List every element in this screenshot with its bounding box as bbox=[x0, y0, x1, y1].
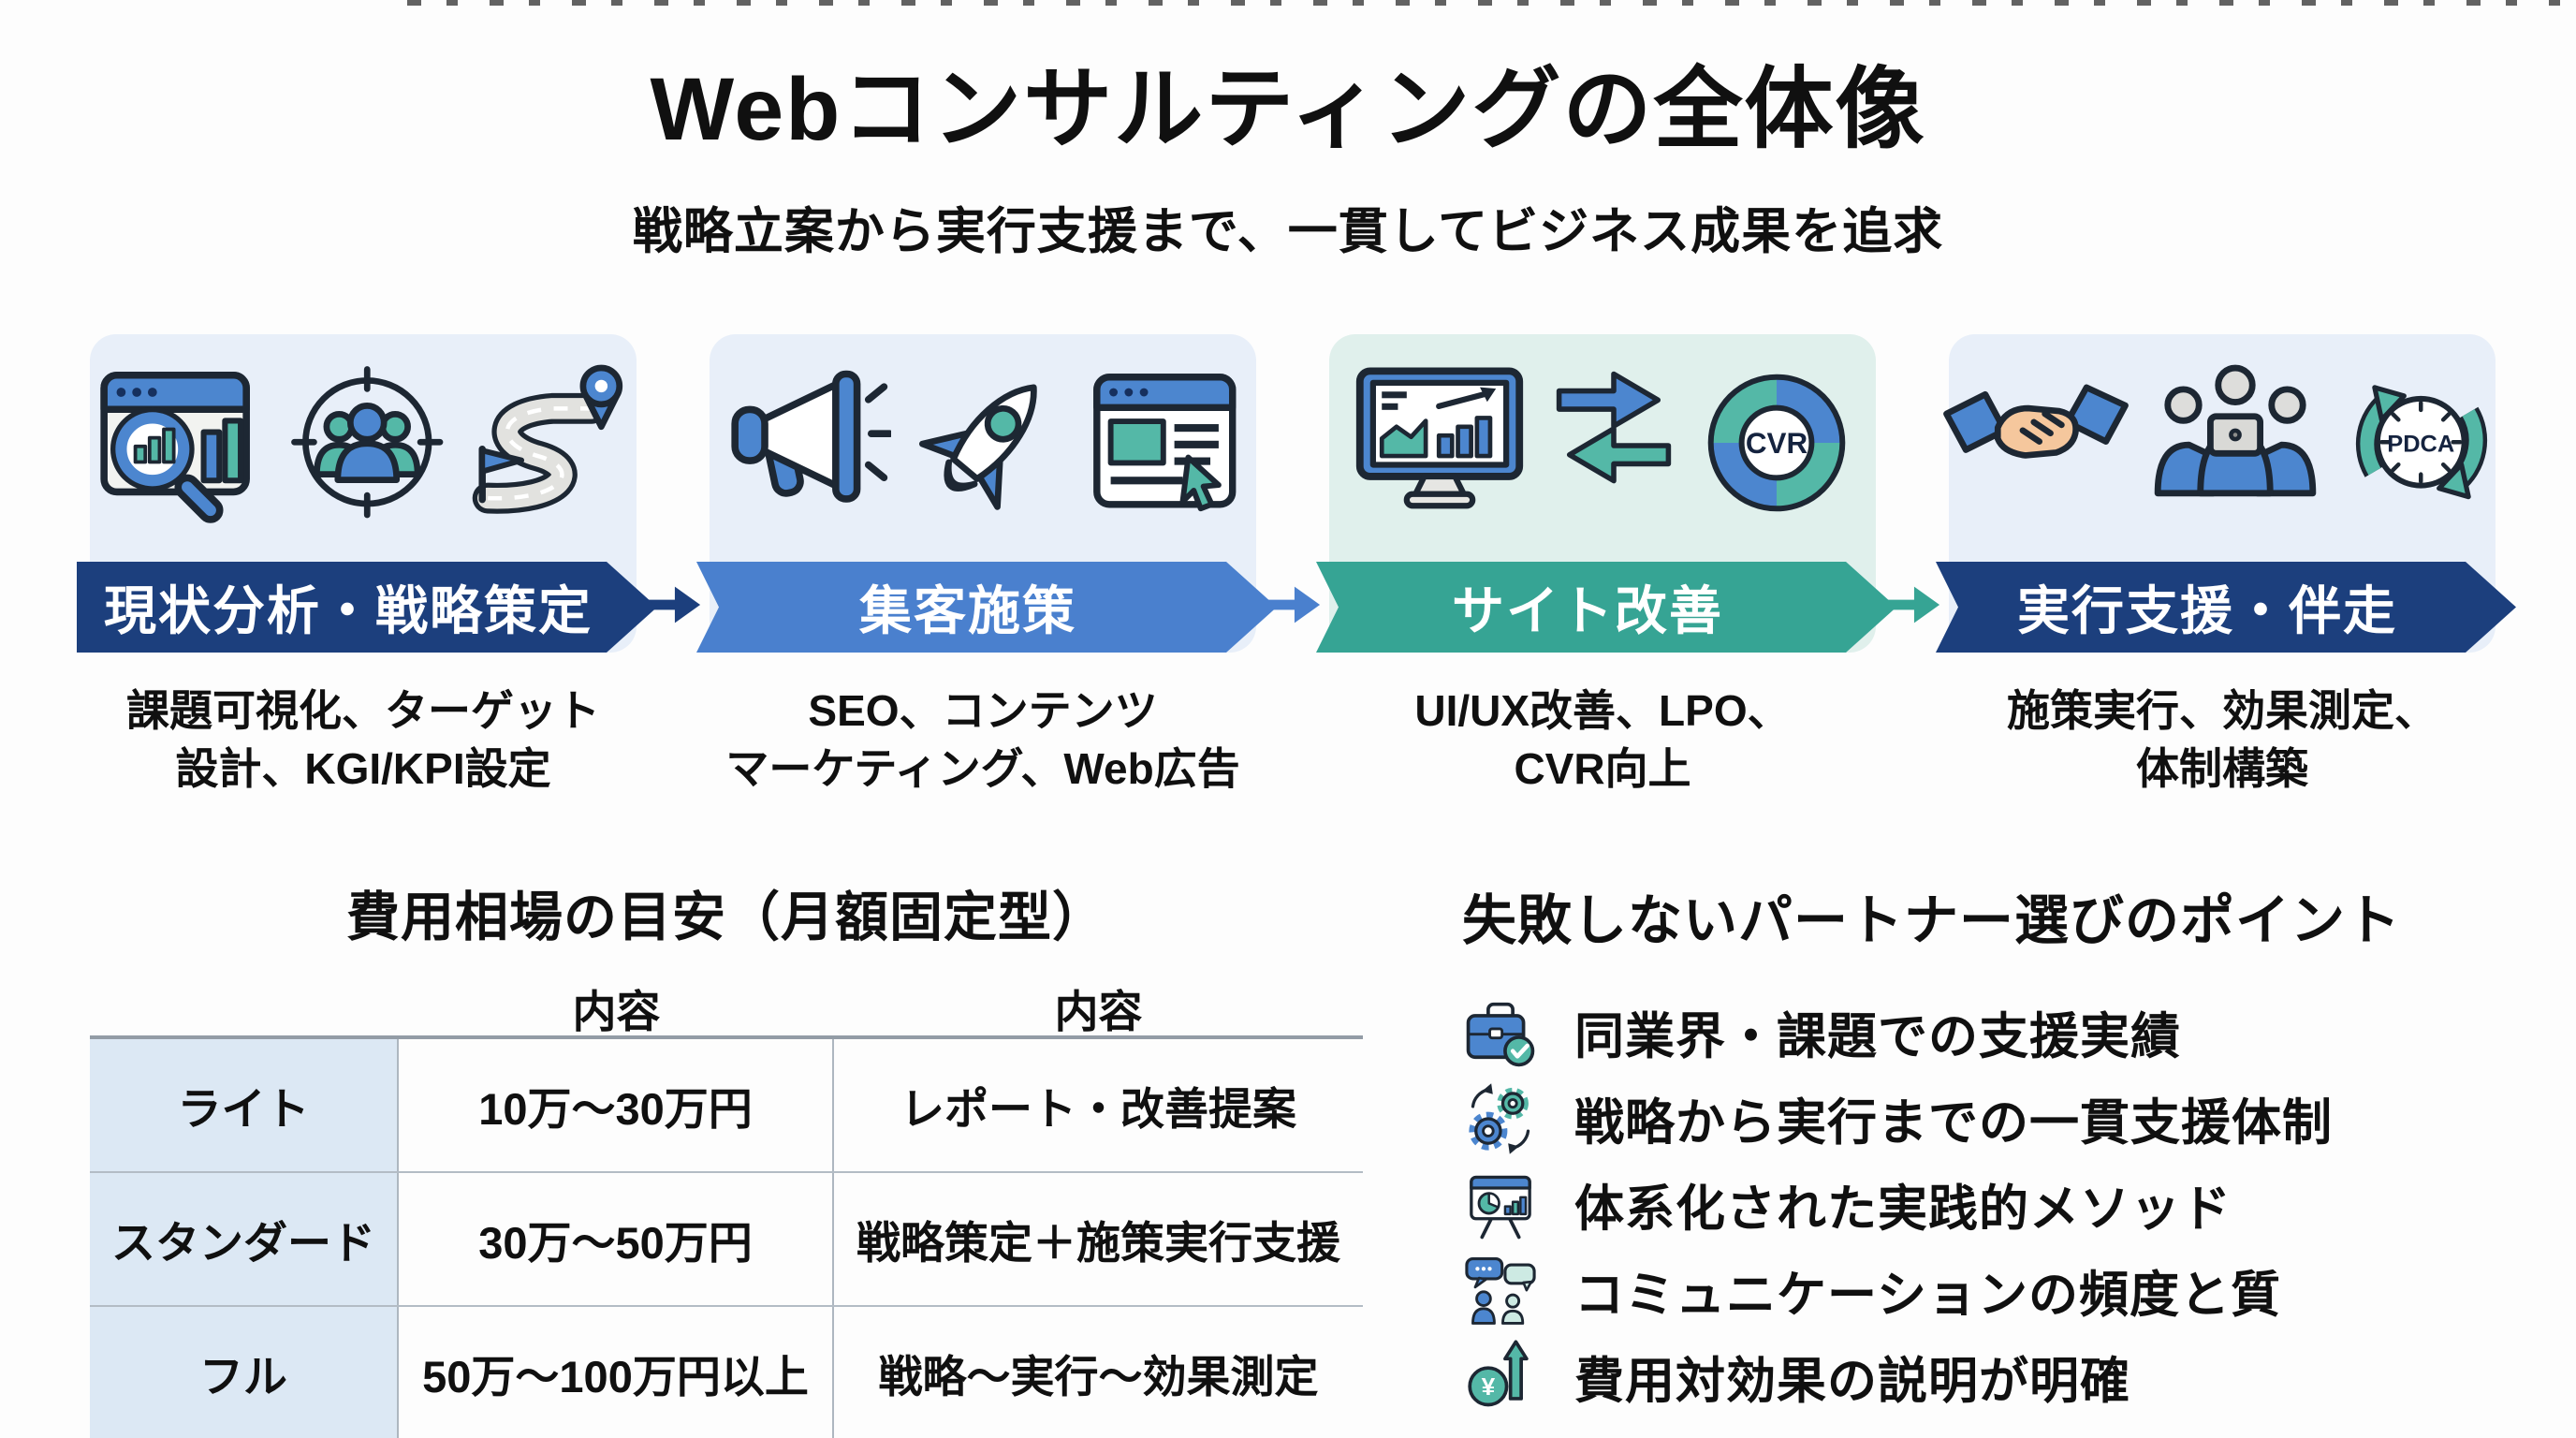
step2-banner-label: 集客施策 bbox=[859, 581, 1076, 640]
step1-description: 課題可視化、ターゲット 設計、KGI/KPI設定 bbox=[126, 686, 600, 793]
monitor-chart-icon bbox=[1348, 362, 1531, 523]
process-step-2: 集客施策 SEO、コンテンツ マーケティング、Web広告 bbox=[710, 334, 1256, 798]
pricing-row-standard: スタンダード 30万〜50万円 戦略策定＋施策実行支援 bbox=[90, 1171, 1363, 1306]
rocket-icon bbox=[908, 362, 1069, 523]
point-item-4: コミュニケーションの頻度と質 bbox=[1462, 1253, 2486, 1329]
pricing-section: 費用相場の目安（月額固定型） 内容 内容 ライト 10万〜30万円 レポート・改… bbox=[90, 874, 1363, 1438]
point-text: 体系化された実践的メソッド bbox=[1574, 1181, 2232, 1238]
plan-content: 戦略〜実行〜効果測定 bbox=[878, 1352, 1319, 1402]
pdca-cycle-icon: PDCA bbox=[2341, 362, 2502, 523]
gears-cycle-icon bbox=[1462, 1080, 1539, 1157]
presentation-chart-icon bbox=[1462, 1167, 1539, 1243]
pricing-header-col2: 内容 bbox=[572, 987, 661, 1037]
plan-content: 戦略策定＋施策実行支援 bbox=[856, 1218, 1340, 1269]
point-item-1: 同業界・課題での支援実績 bbox=[1462, 994, 2486, 1071]
step3-banner-label: サイト改善 bbox=[1452, 581, 1723, 640]
pricing-table: ライト 10万〜30万円 レポート・改善提案 スタンダード 30万〜50万円 戦… bbox=[90, 1035, 1363, 1438]
point-item-2: 戦略から実行までの一貫支援体制 bbox=[1462, 1080, 2486, 1157]
webpage-cursor-icon bbox=[1086, 362, 1245, 523]
browser-analytics-magnifier-icon bbox=[93, 362, 271, 529]
page-subtitle: 戦略立案から実行支援まで、一貫してビジネス成果を追求 bbox=[632, 204, 1944, 259]
sync-arrows-icon bbox=[1548, 362, 1679, 499]
megaphone-icon bbox=[721, 362, 891, 512]
team-laptop-icon bbox=[2146, 362, 2324, 505]
point-text: 費用対効果の説明が明確 bbox=[1574, 1354, 2130, 1410]
speech-people-icon bbox=[1462, 1253, 1539, 1329]
step3-description: UI/UX改善、LPO、 CVR向上 bbox=[1414, 686, 1791, 793]
pricing-title: 費用相場の目安（月額固定型） bbox=[346, 888, 1106, 948]
process-step-1: 現状分析・戦略策定 課題可視化、ターゲット 設計、KGI/KPI設定 bbox=[90, 334, 637, 798]
pricing-row-light: ライト 10万〜30万円 レポート・改善提案 bbox=[90, 1039, 1363, 1172]
plan-price: 50万〜100万円以上 bbox=[399, 1307, 834, 1438]
plan-price: 30万〜50万円 bbox=[399, 1173, 834, 1306]
points-title: 失敗しないパートナー選びのポイント bbox=[1462, 890, 2402, 952]
pricing-row-full: フル 50万〜100万円以上 戦略〜実行〜効果測定 bbox=[90, 1305, 1363, 1438]
cvr-donut-icon: CVR bbox=[1696, 362, 1857, 523]
yen-growth-icon: ¥ bbox=[1462, 1339, 1539, 1416]
step4-banner: 実行支援・伴走 bbox=[1936, 562, 2516, 653]
briefcase-check-icon bbox=[1462, 994, 1539, 1071]
svg-text:CVR: CVR bbox=[1746, 427, 1808, 460]
process-step-4: PDCA 実行支援・伴走 施策実行、効果測定、 体制構築 bbox=[1949, 334, 2496, 798]
pricing-header-row: 内容 内容 bbox=[90, 976, 1363, 1036]
plan-content: レポート・改善提案 bbox=[900, 1084, 1296, 1135]
step1-banner: 現状分析・戦略策定 bbox=[77, 562, 657, 653]
plan-name: ライト bbox=[90, 1039, 399, 1172]
step3-banner: サイト改善 bbox=[1316, 562, 1896, 653]
header: Webコンサルティングの全体像 戦略立案から実行支援まで、一貫してビジネス成果を… bbox=[0, 0, 2576, 263]
step4-description: 施策実行、効果測定、 体制構築 bbox=[2007, 686, 2437, 793]
target-audience-icon bbox=[287, 362, 448, 523]
points-section: 失敗しないパートナー選びのポイント 同業界・課題での支援 bbox=[1363, 874, 2486, 1425]
pricing-header-col3: 内容 bbox=[1054, 987, 1143, 1037]
process-flow: 現状分析・戦略策定 課題可視化、ターゲット 設計、KGI/KPI設定 bbox=[90, 334, 2486, 798]
svg-text:¥: ¥ bbox=[1482, 1372, 1496, 1401]
handshake-icon bbox=[1942, 362, 2130, 503]
step4-banner-label: 実行支援・伴走 bbox=[2017, 581, 2397, 640]
svg-text:PDCA: PDCA bbox=[2387, 432, 2454, 458]
step2-banner: 集客施策 bbox=[696, 562, 1277, 653]
point-item-3: 体系化された実践的メソッド bbox=[1462, 1167, 2486, 1243]
process-step-3: CVR サイト改善 UI/UX改善、LPO、 CVR向上 bbox=[1329, 334, 1876, 798]
point-text: コミュニケーションの頻度と質 bbox=[1574, 1268, 2281, 1324]
step2-description: SEO、コンテンツ マーケティング、Web広告 bbox=[725, 686, 1240, 793]
page-title: Webコンサルティングの全体像 bbox=[650, 60, 1926, 159]
plan-price: 10万〜30万円 bbox=[399, 1039, 834, 1172]
point-text: 同業界・課題での支援実績 bbox=[1574, 1009, 2181, 1065]
plan-name: フル bbox=[90, 1307, 399, 1438]
step1-banner-label: 現状分析・戦略策定 bbox=[104, 581, 593, 640]
point-item-5: ¥ 費用対効果の説明が明確 bbox=[1462, 1339, 2486, 1416]
point-text: 戦略から実行までの一貫支援体制 bbox=[1574, 1095, 2333, 1152]
roadmap-pin-flag-icon bbox=[465, 362, 634, 523]
top-edge-artifact bbox=[407, 0, 2560, 6]
plan-name: スタンダード bbox=[90, 1173, 399, 1306]
